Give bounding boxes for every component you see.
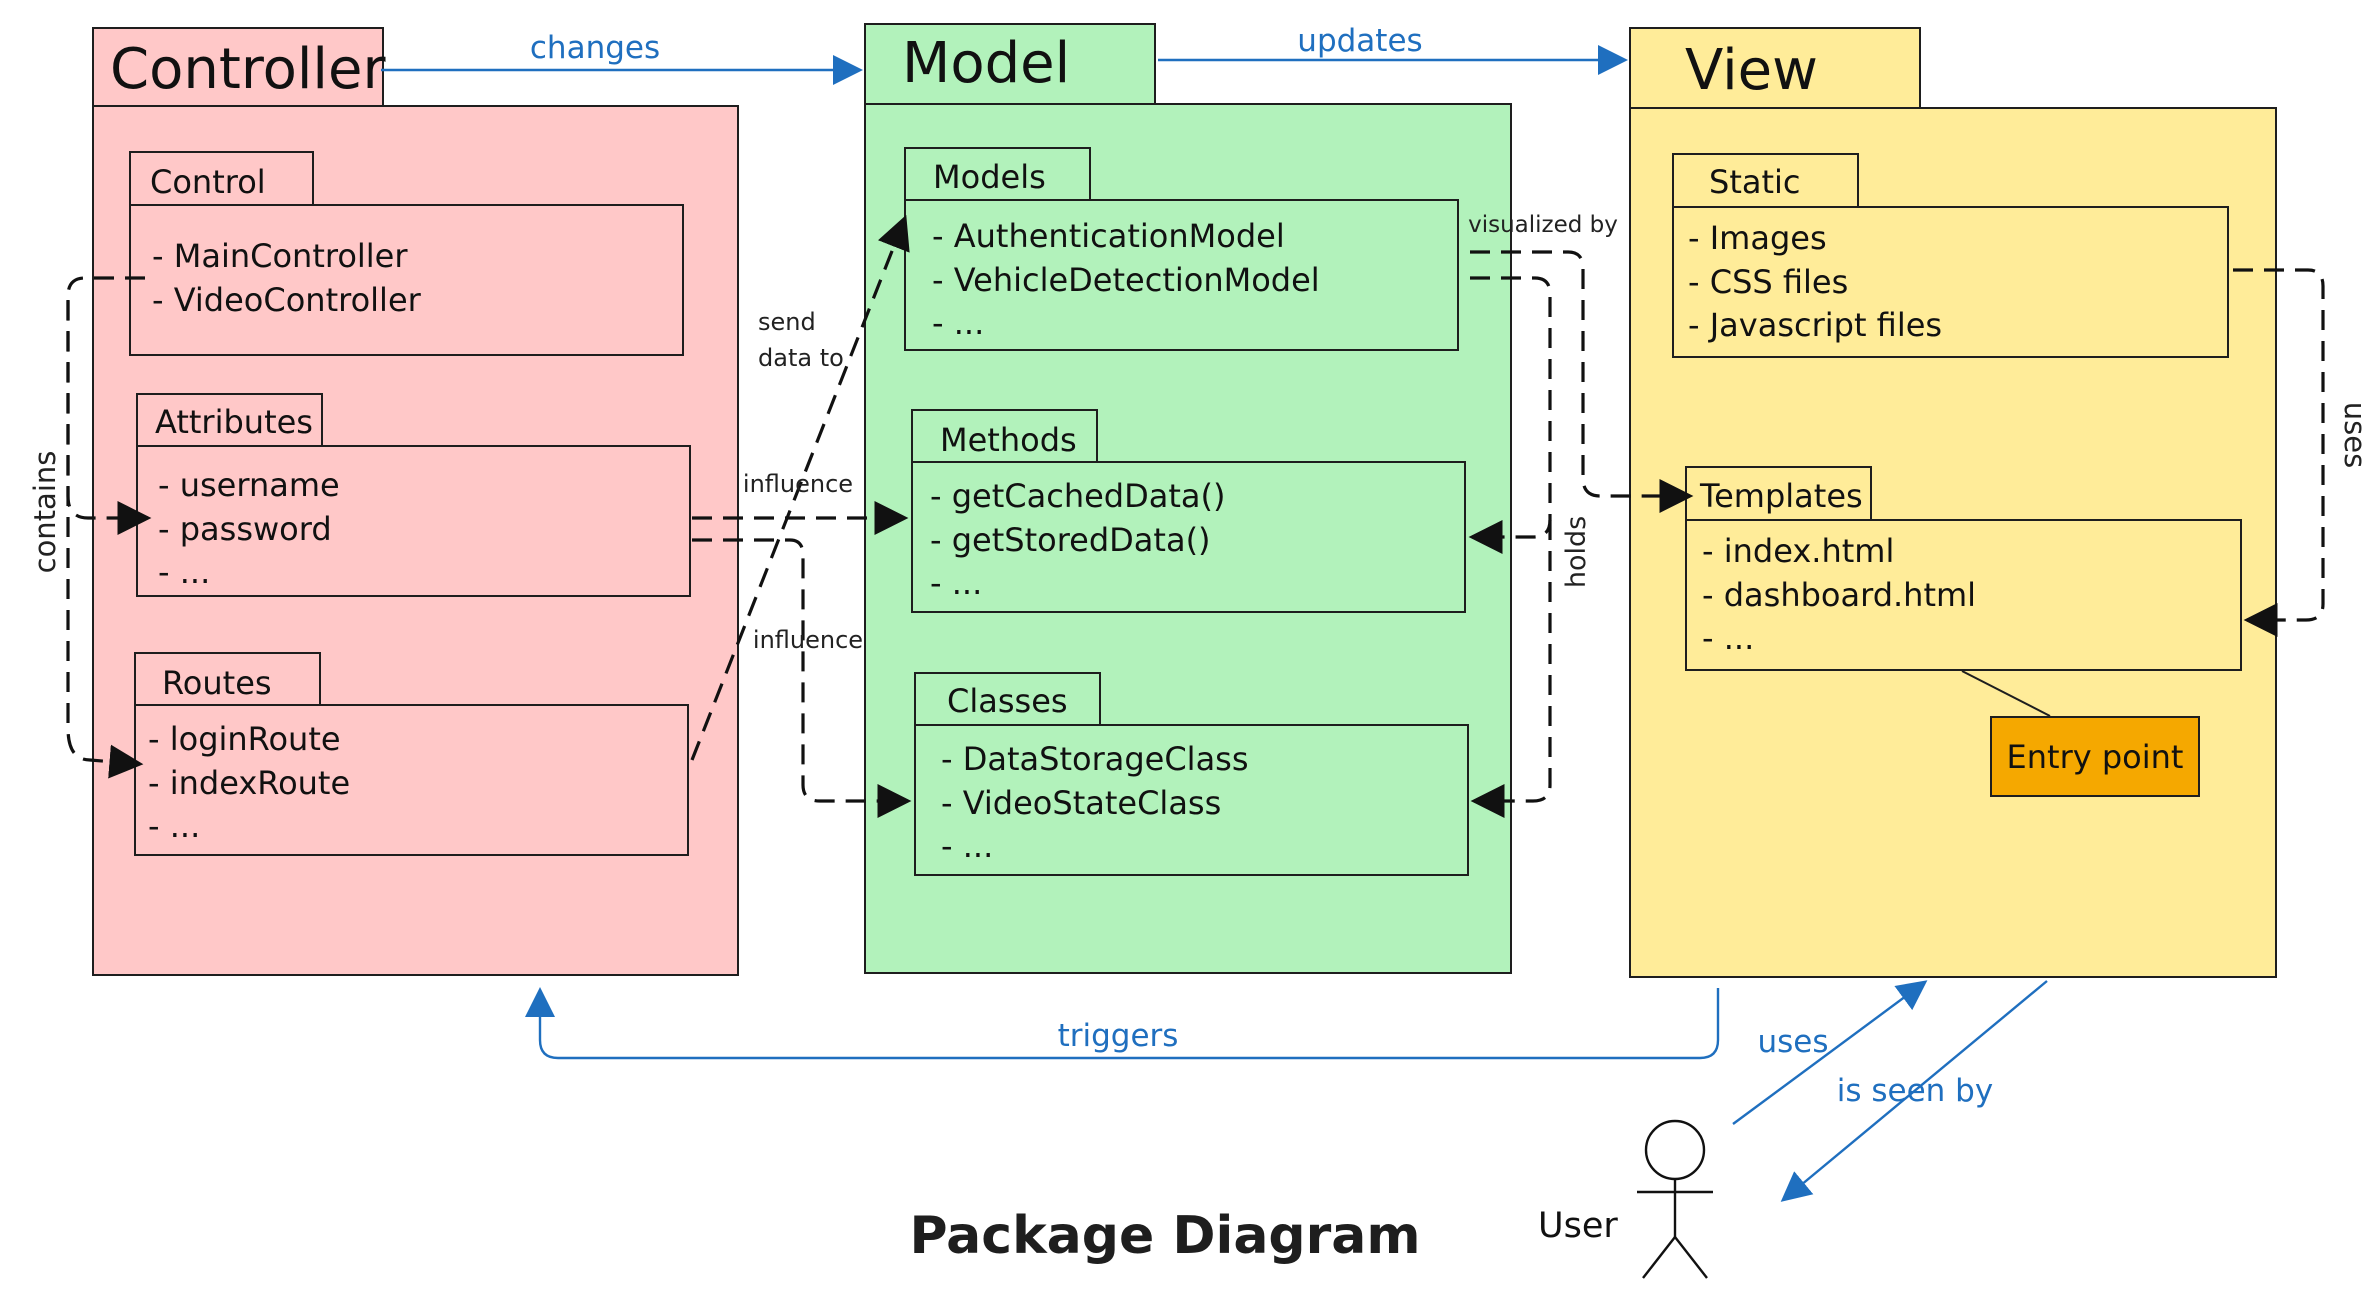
static-item: - CSS files (1688, 263, 1848, 301)
methods-subpackage-body (911, 461, 1466, 613)
model-package: Model Models - AuthenticationModel - Veh… (864, 23, 1512, 974)
routes-subpackage: Routes - loginRoute - indexRoute - ... (134, 652, 689, 856)
models-subpackage: Models - AuthenticationModel - VehicleDe… (904, 147, 1459, 351)
model-package-tab (864, 23, 1156, 105)
user-actor-head (1644, 1119, 1706, 1181)
uses-static-edge-label: uses (2338, 402, 2372, 468)
classes-subpackage-title: Classes (947, 682, 1068, 720)
methods-item: - ... (930, 564, 982, 602)
uses-user-edge (1732, 980, 1928, 1125)
static-subpackage-title: Static (1709, 163, 1801, 201)
classes-item: - VideoStateClass (941, 784, 1221, 822)
controller-package-tab (92, 27, 384, 109)
influence-classes-edge (692, 538, 912, 818)
controller-package: Controller Control - MainController - Vi… (92, 27, 739, 976)
methods-subpackage-tab (911, 409, 1098, 464)
routes-item: - indexRoute (148, 764, 350, 802)
entry-point-connector (1961, 670, 2051, 717)
routes-item: - ... (148, 807, 200, 845)
user-actor-label: User (1538, 1206, 1618, 1246)
visualized-by-edge (1470, 250, 1694, 513)
templates-item: - index.html (1702, 532, 1894, 570)
attributes-item: - ... (158, 553, 210, 591)
attributes-subpackage-title: Attributes (155, 403, 313, 441)
attributes-item: - username (158, 466, 340, 504)
visualized-by-label: visualized by (1468, 212, 1618, 238)
uses-user-edge-label: uses (1757, 1024, 1828, 1060)
routes-subpackage-title: Routes (162, 664, 272, 702)
models-item: - AuthenticationModel (932, 217, 1285, 255)
holds-edge-to-classes (1470, 520, 1552, 818)
routes-item: - loginRoute (148, 720, 341, 758)
control-item: - VideoController (152, 281, 422, 319)
static-subpackage: Static - Images - CSS files - Javascript… (1672, 153, 2229, 358)
attributes-subpackage-body (136, 445, 691, 597)
diagram-title: Package Diagram (909, 1206, 1420, 1266)
triggers-edge (525, 987, 1720, 1060)
templates-subpackage: Templates - index.html - dashboard.html … (1685, 466, 2242, 671)
control-subpackage: Control - MainController - VideoControll… (129, 151, 684, 356)
methods-item: - getStoredData() (930, 521, 1211, 559)
static-subpackage-tab (1672, 153, 1859, 208)
send-data-to-label-line1: send (758, 308, 816, 336)
view-package-tab (1629, 27, 1921, 109)
send-data-to-label-line2: data to (758, 344, 844, 372)
triggers-edge-label: triggers (1058, 1018, 1179, 1054)
static-item: - Javascript files (1688, 306, 1942, 344)
entry-point-label: Entry point (2007, 738, 2184, 776)
user-actor-right-leg (1674, 1236, 1708, 1279)
entry-point-box (1990, 716, 2200, 797)
control-subpackage-body (129, 204, 684, 356)
templates-subpackage-body (1685, 519, 2242, 671)
models-subpackage-title: Models (933, 158, 1046, 196)
changes-edge-label: changes (530, 30, 660, 66)
controller-package-title: Controller (110, 37, 386, 102)
routes-subpackage-tab (134, 652, 321, 707)
is-seen-by-edge (1780, 980, 2048, 1202)
models-item: - ... (932, 304, 984, 342)
methods-item: - getCachedData() (930, 477, 1225, 515)
routes-subpackage-body (134, 704, 689, 856)
templates-subpackage-title: Templates (1699, 477, 1863, 515)
uses-static-edge (2233, 268, 2325, 637)
view-package-title: View (1685, 38, 1818, 103)
user-actor: User (1538, 1119, 1713, 1279)
is-seen-by-edge-label: is seen by (1837, 1073, 1993, 1109)
classes-item: - DataStorageClass (941, 740, 1249, 778)
templates-item: - dashboard.html (1702, 576, 1976, 614)
classes-item: - ... (941, 827, 993, 865)
models-subpackage-body (904, 199, 1459, 351)
methods-subpackage-title: Methods (940, 421, 1077, 459)
classes-subpackage-body (914, 724, 1469, 876)
classes-subpackage: Classes - DataStorageClass - VideoStateC… (914, 672, 1469, 876)
user-actor-left-leg (1642, 1236, 1676, 1279)
control-subpackage-title: Control (150, 163, 266, 201)
model-package-title: Model (902, 31, 1070, 96)
models-item: - VehicleDetectionModel (932, 261, 1320, 299)
attributes-subpackage: Attributes - username - password - ... (136, 393, 691, 597)
attributes-item: - password (158, 510, 332, 548)
updates-edge-label: updates (1297, 23, 1422, 59)
contains-edge-to-routes (66, 300, 144, 779)
classes-subpackage-tab (914, 672, 1101, 727)
models-subpackage-tab (904, 147, 1091, 202)
templates-item: - ... (1702, 619, 1754, 657)
send-data-to-edge (690, 214, 910, 761)
control-item: - MainController (152, 237, 408, 275)
contains-edge-label: contains (28, 451, 62, 574)
static-subpackage-body (1672, 206, 2229, 358)
static-item: - Images (1688, 219, 1827, 257)
methods-subpackage: Methods - getCachedData() - getStoredDat… (911, 409, 1466, 613)
holds-edge-label: holds (1561, 516, 1592, 588)
influence-classes-label: influence (753, 626, 863, 654)
view-package: View Static - Images - CSS files - Javas… (1629, 27, 2277, 978)
influence-methods-label: influence (743, 470, 853, 498)
holds-edge-to-methods (1468, 276, 1552, 554)
